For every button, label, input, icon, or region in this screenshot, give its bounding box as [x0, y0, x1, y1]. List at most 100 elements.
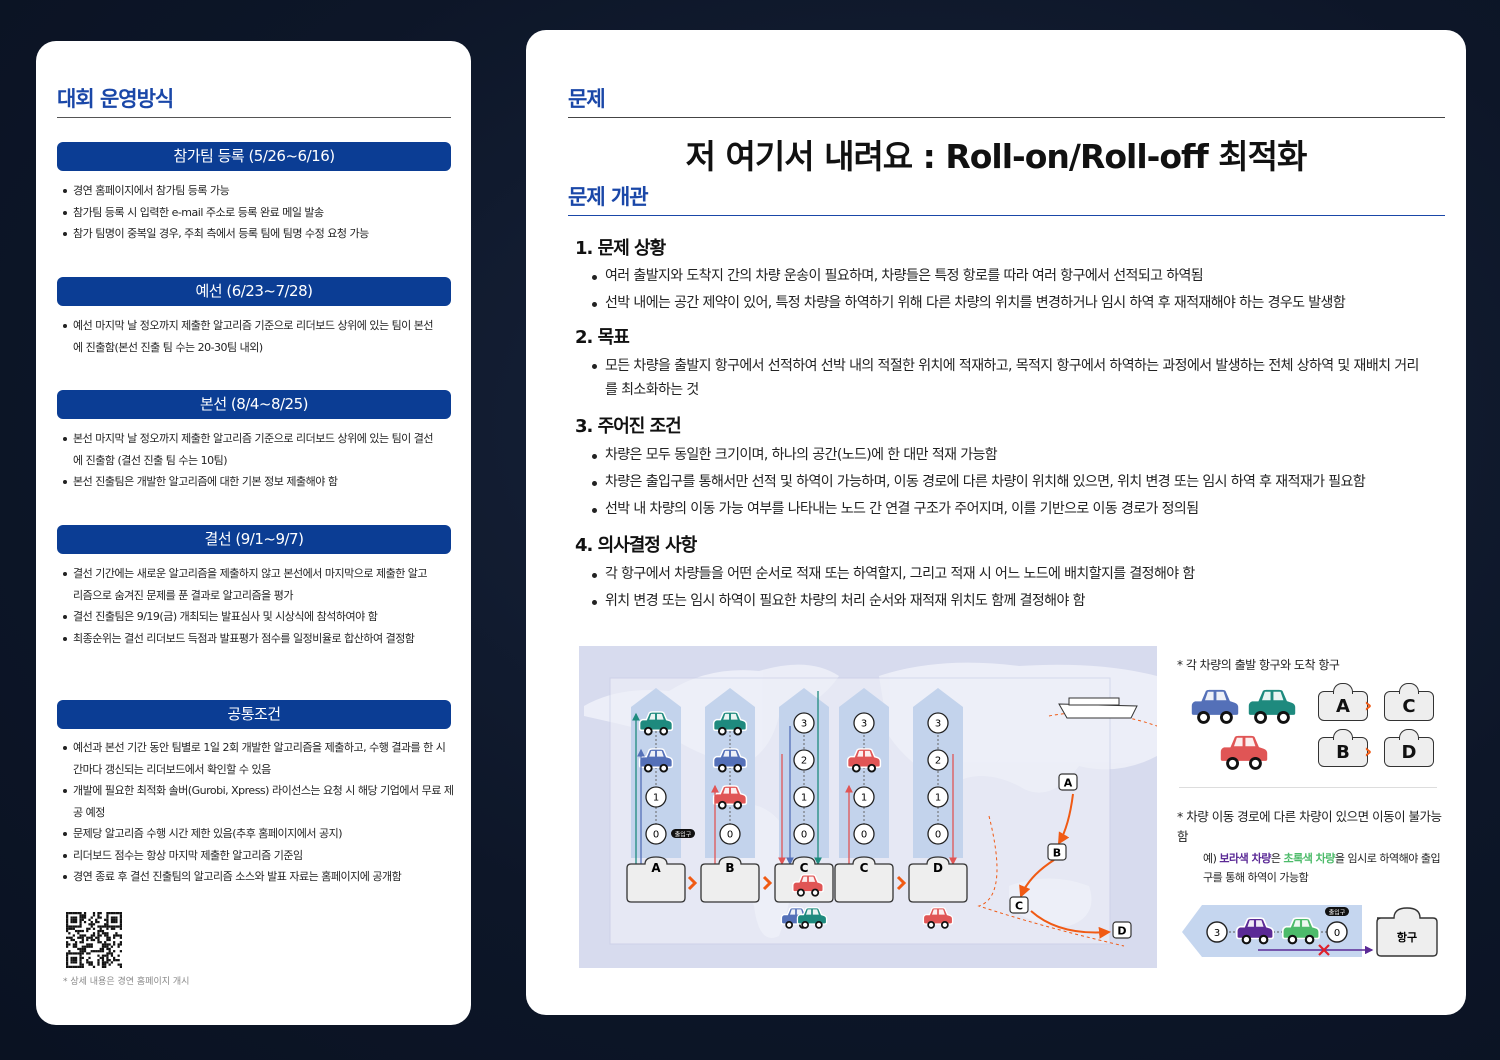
- final-list: 결선 기간에는 새로운 알고리즘을 제출하지 않고 본선에서 마지막으로 제출한…: [60, 563, 435, 649]
- port-label: A: [651, 861, 661, 875]
- list-item: 결선 진출팀은 9/19(금) 개최되는 발표심사 및 시상식에 참석하여야 함: [60, 606, 435, 628]
- entrance-badge: [671, 829, 695, 838]
- list-item: 차량은 모두 동일한 크기이며, 하나의 공간(노드)에 한 대만 적재 가능함: [590, 442, 1450, 469]
- legend-note-blocking: * 차량 이동 경로에 다른 차량이 있으면 이동이 불가능함: [1177, 809, 1442, 844]
- legend-example: 예) 보라색 차량은 초록색 차량을 임시로 하역해야 출입구를 통해 하역이 …: [1203, 849, 1448, 887]
- node-circle: [927, 823, 949, 845]
- route-port-marker: A: [1058, 773, 1078, 791]
- port-label: B: [1318, 729, 1368, 767]
- node-circle: [719, 823, 741, 845]
- list-item: 예선과 본선 기간 동안 팀별로 1일 2회 개발한 알고리즘을 제출하고, 수…: [60, 737, 455, 780]
- problem-panel: 문제 저 여기서 내려요 : Roll-on/Roll-off 최적화 문제 개…: [526, 30, 1466, 1015]
- list-item: 선박 내 차량의 이동 가능 여부를 나타내는 노드 간 연결 구조가 주어지며…: [590, 496, 1450, 523]
- node-circle: [853, 712, 875, 734]
- section-header-common: 공통조건: [57, 700, 451, 729]
- port-label: C: [1015, 900, 1023, 913]
- main-round-list: 본선 마지막 날 정오까지 제출한 알고리즘 기준으로 리더보드 상위에 있는 …: [60, 428, 440, 493]
- divider: [568, 117, 1445, 118]
- conditions-list: 차량은 모두 동일한 크기이며, 하나의 공간(노드)에 한 대만 적재 가능함…: [590, 442, 1450, 523]
- port-label: B: [1053, 847, 1061, 860]
- list-item: 경연 종료 후 결선 진출팀의 알고리즘 소스와 발표 자료는 홈페이지에 공개…: [60, 866, 455, 888]
- arrow-right-icon: ›: [1364, 739, 1373, 763]
- situation-list: 여러 출발지와 도착지 간의 차량 운송이 필요하며, 차량들은 특정 항로를 …: [590, 263, 1450, 317]
- decisions-list: 각 항구에서 차량들을 어떤 순서로 적재 또는 하역할지, 그리고 적재 시 …: [590, 561, 1450, 615]
- list-item: 본선 마지막 날 정오까지 제출한 알고리즘 기준으로 리더보드 상위에 있는 …: [60, 428, 440, 471]
- node-circle: [645, 823, 667, 845]
- node-circle: [793, 712, 815, 734]
- green-car-label: 초록색 차량: [1283, 852, 1335, 865]
- node-3: [1206, 921, 1228, 943]
- preliminary-list: 예선 마지막 날 정오까지 제출한 알고리즘 기준으로 리더보드 상위에 있는 …: [60, 315, 440, 358]
- port-label: A: [1064, 777, 1073, 790]
- port-label: C: [1384, 683, 1434, 721]
- route-port-marker: B: [1047, 843, 1067, 861]
- list-item: 여러 출발지와 도착지 간의 차량 운송이 필요하며, 차량들은 특정 항로를 …: [590, 263, 1450, 290]
- port-label: 항구: [1397, 930, 1417, 944]
- route-map: [977, 697, 1157, 947]
- section-header-registration: 참가팀 등록 (5/26~6/16): [57, 142, 451, 171]
- blocked-x-icon: [1318, 944, 1330, 956]
- divider: [568, 215, 1445, 216]
- qr-note: * 상세 내용은 경연 홈페이지 개시: [63, 977, 190, 987]
- section-title-problem: 문제: [568, 87, 606, 111]
- example-prefix: 예): [1203, 852, 1220, 865]
- entrance-badge: [1325, 907, 1349, 916]
- qr-code[interactable]: [66, 912, 122, 968]
- registration-list: 경연 홈페이지에서 참가팀 등록 가능 참가팀 등록 시 입력한 e-mail …: [60, 180, 460, 245]
- node-label: 3: [1214, 928, 1220, 939]
- car-icon-blue: [1189, 687, 1241, 724]
- chevron-right-icon: [762, 875, 773, 891]
- port-box: [834, 856, 894, 903]
- list-item: 본선 진출팀은 개발한 알고리즘에 대한 기본 정보 제출해야 함: [60, 471, 440, 493]
- node-circle: [927, 749, 949, 771]
- heading-situation: 1. 문제 상황: [575, 238, 666, 259]
- node-circle: [793, 749, 815, 771]
- node-circle: [927, 786, 949, 808]
- route-port-marker: C: [1009, 896, 1029, 914]
- port-label: B: [725, 861, 734, 875]
- port-label: D: [1384, 729, 1434, 767]
- node-label: 0: [801, 830, 807, 841]
- port-box: [908, 856, 968, 903]
- node-label: 3: [935, 719, 941, 730]
- port-label: A: [1318, 683, 1368, 721]
- list-item: 선박 내에는 공간 제약이 있어, 특정 차량을 하역하기 위해 다른 차량의 …: [590, 290, 1450, 317]
- goal-list: 모든 차량을 출발지 항구에서 선적하여 선박 내의 적절한 위치에 적재하고,…: [590, 354, 1420, 402]
- panel-title: 대회 운영방식: [57, 87, 174, 111]
- port-box: [626, 856, 686, 903]
- ship-stack-column: 3 1 0C: [834, 688, 894, 903]
- node-label: 3: [861, 719, 867, 730]
- list-item: 개발에 필요한 최적화 솔버(Gurobi, Xpress) 라이선스는 요청 …: [60, 780, 455, 823]
- car-icon-red: [1218, 733, 1270, 770]
- list-item: 문제당 알고리즘 수행 시간 제한 있음(추후 홈페이지에서 공지): [60, 823, 455, 845]
- chevron-right-icon: [687, 875, 698, 891]
- node-label: 1: [653, 793, 659, 804]
- node-label: 1: [861, 793, 867, 804]
- port-label: C: [860, 861, 869, 875]
- node-label: 0: [861, 830, 867, 841]
- entrance-label: 출입구: [675, 831, 692, 839]
- port-label: C: [800, 861, 809, 875]
- node-label: 0: [653, 830, 659, 841]
- node-label: 0: [727, 830, 733, 841]
- list-item: 참가 팀명이 중복일 경우, 주최 측에서 등록 팀에 팀명 수정 요청 가능: [60, 223, 460, 245]
- blocking-example-diagram: 3 0 출입구 항구: [1182, 905, 1438, 957]
- heading-decisions: 4. 의사결정 사항: [575, 535, 697, 556]
- legend-note-routes: * 각 차량의 출발 항구와 도착 항구: [1177, 658, 1340, 672]
- node-circle: [853, 786, 875, 808]
- node-circle: [927, 712, 949, 734]
- node-0: [1326, 921, 1348, 943]
- list-item: 결선 기간에는 새로운 알고리즘을 제출하지 않고 본선에서 마지막으로 제출한…: [60, 563, 435, 606]
- heading-goal: 2. 목표: [575, 327, 630, 348]
- route-port-marker: D: [1112, 921, 1132, 939]
- ship-stack-column: 0B: [700, 688, 760, 903]
- node-label: 2: [935, 756, 941, 767]
- node-circle: [645, 786, 667, 808]
- node-label: 0: [935, 830, 941, 841]
- section-header-preliminary: 예선 (6/23~7/28): [57, 277, 451, 306]
- list-item: 리더보드 점수는 항상 마지막 제출한 알고리즘 기준임: [60, 845, 455, 867]
- list-item: 모든 차량을 출발지 항구에서 선적하여 선박 내의 적절한 위치에 적재하고,…: [590, 354, 1420, 402]
